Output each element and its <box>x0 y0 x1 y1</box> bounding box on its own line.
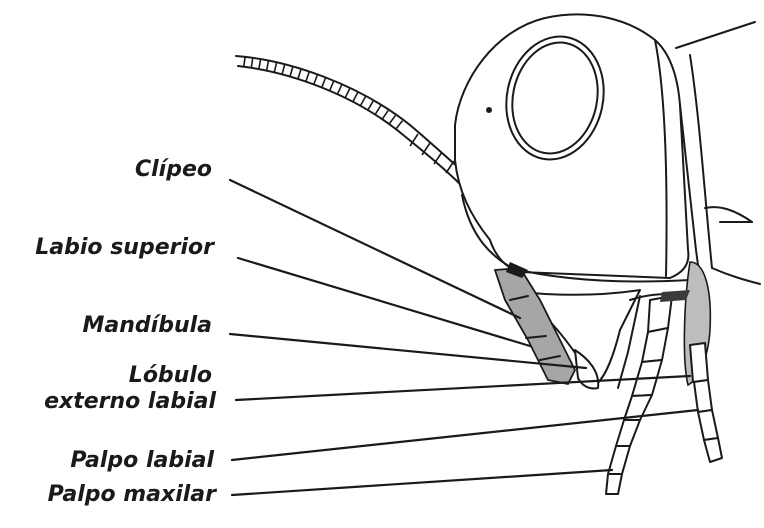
label-labio-superior: Labio superior <box>35 235 214 261</box>
head-capsule <box>455 14 688 278</box>
antenna-segment <box>322 78 326 87</box>
antenna-segment <box>434 152 442 164</box>
antenna-segment <box>244 57 245 67</box>
antenna-segment <box>375 106 380 114</box>
antenna-segment <box>361 97 366 106</box>
antenna-segment <box>396 121 402 129</box>
antenna-segment <box>306 72 309 81</box>
label-lobulo-line2: externo labial <box>44 389 216 415</box>
leader-palpo-maxilar <box>232 470 612 495</box>
label-lobulo-line1: Lóbulo <box>129 363 212 389</box>
antenna-segment <box>338 85 342 94</box>
antenna-segment <box>267 61 269 71</box>
label-clipeo: Clípeo <box>135 157 212 183</box>
antenna-segment <box>368 101 373 110</box>
antenna-segment <box>259 59 261 69</box>
leader-lobulo <box>236 376 690 400</box>
antenna-segment <box>390 115 396 123</box>
antenna-segment <box>274 62 276 72</box>
label-palpo-labial: Palpo labial <box>70 448 214 474</box>
antenna-segment <box>314 75 317 84</box>
antenna-segment <box>446 161 454 173</box>
label-palpo-maxilar: Palpo maxilar <box>48 482 216 508</box>
label-mandibula: Mandíbula <box>83 313 213 339</box>
antenna-segment <box>383 110 389 118</box>
antenna-segment <box>251 58 253 68</box>
antenna-segment <box>282 64 285 74</box>
antenna-segment <box>353 92 358 101</box>
antenna-segment <box>290 67 293 77</box>
antenna-segment <box>298 69 301 79</box>
antenna-segment <box>345 88 349 97</box>
antenna-segment <box>330 81 334 90</box>
